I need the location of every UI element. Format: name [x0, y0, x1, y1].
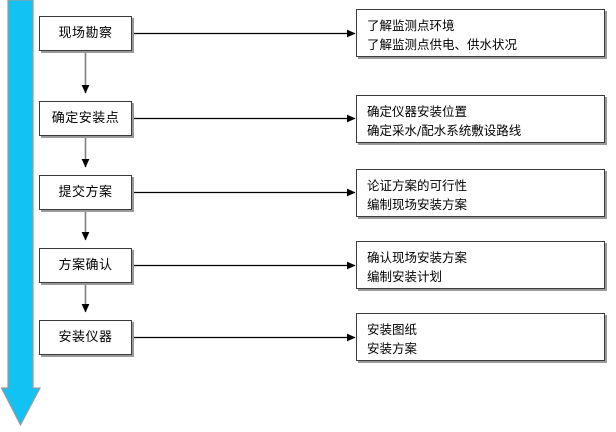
detail-line-3-1: 论证方案的可行性 [367, 178, 468, 193]
detail-node-4[interactable]: 确认现场安装方案 编制安装计划 [356, 241, 605, 289]
stage-node-5[interactable]: 安装仪器 [39, 320, 132, 355]
stage-node-2[interactable]: 确定安装点 [39, 101, 132, 136]
downward-progress-arrow [0, 0, 41, 427]
detail-line-5-1: 安装图纸 [367, 322, 418, 337]
stage-node-4[interactable]: 方案确认 [39, 248, 132, 283]
stage-node-1[interactable]: 现场勘察 [39, 16, 132, 51]
detail-line-4-2: 编制安装计划 [367, 269, 443, 284]
detail-line-2-1: 确定仪器安装位置 [367, 104, 468, 119]
detail-line-5-2: 安装方案 [367, 341, 418, 356]
stage-label-1: 现场勘察 [58, 26, 113, 41]
detail-line-1-2: 了解监测点供电、供水状况 [367, 37, 518, 52]
detail-node-1[interactable]: 了解监测点环境 了解监测点供电、供水状况 [356, 9, 605, 57]
horizontal-connectors [132, 29, 356, 342]
detail-line-1-1: 了解监测点环境 [367, 18, 455, 33]
detail-line-2-2: 确定采水/配水系统敷设路线 [367, 123, 522, 138]
stage-label-2: 确定安装点 [51, 111, 120, 126]
detail-line-4-1: 确认现场安装方案 [367, 250, 468, 265]
progress-arrow-shape [0, 0, 41, 427]
stage-label-4: 方案确认 [58, 258, 113, 273]
detail-line-3-2: 编制现场安装方案 [367, 197, 468, 212]
detail-node-2[interactable]: 确定仪器安装位置 确定采水/配水系统敷设路线 [356, 95, 605, 143]
detail-node-3[interactable]: 论证方案的可行性 编制现场安装方案 [356, 169, 605, 217]
stage-label-5: 安装仪器 [58, 330, 113, 345]
stage-label-3: 提交方案 [58, 185, 113, 200]
stage-node-3[interactable]: 提交方案 [39, 175, 132, 210]
detail-node-5[interactable]: 安装图纸 安装方案 [356, 313, 605, 361]
